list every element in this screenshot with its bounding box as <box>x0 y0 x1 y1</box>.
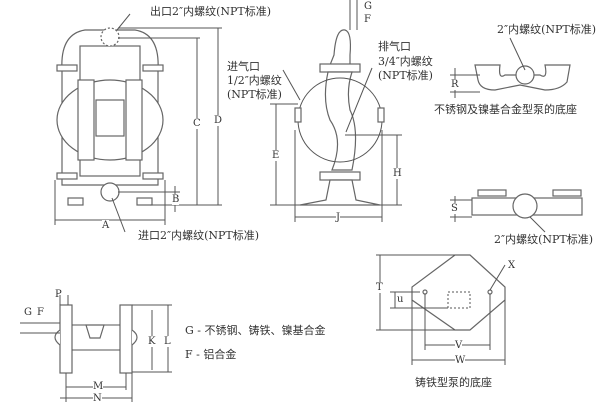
dim-h: H <box>393 168 402 179</box>
ci-base <box>376 254 506 365</box>
ss-base-port-label: 2″内螺纹(NPT标准) <box>497 23 597 36</box>
dim-v: V <box>455 340 463 351</box>
dim-g: G <box>24 307 32 318</box>
legend-g: G - 不锈钢、铸铁、镍基合金 <box>185 324 326 337</box>
top-view <box>20 295 172 402</box>
dim-p: P <box>55 289 62 300</box>
al-base-port-label: 2″内螺纹(NPT标准) <box>494 233 594 246</box>
air-inlet-label-3: (NPT标准) <box>227 88 282 101</box>
dim-s: S <box>451 203 458 214</box>
ci-base-caption: 铸铁型泵的底座 <box>415 376 492 389</box>
legend-f: F - 铝合金 <box>185 348 237 361</box>
dim-f-side: F <box>364 14 371 25</box>
dim-l: L <box>164 336 171 347</box>
dim-d: D <box>214 115 223 126</box>
dim-a: A <box>102 220 110 231</box>
dim-m: M <box>93 381 104 392</box>
outlet-label: 出口2″内螺纹(NPT标准) <box>150 5 272 18</box>
dim-w: W <box>455 355 466 366</box>
dim-c: C <box>193 118 201 129</box>
exhaust-label-2: 3/4″内螺纹 <box>378 55 433 68</box>
front-view <box>54 13 222 233</box>
dim-u: u <box>397 294 404 305</box>
exhaust-label-1: 排气口 <box>378 40 411 53</box>
ss-base <box>450 37 571 98</box>
dim-k: K <box>148 336 156 347</box>
air-inlet-label-1: 进气口 <box>227 60 260 73</box>
air-inlet-label-2: 1/2″内螺纹 <box>227 74 282 87</box>
al-base <box>450 189 583 233</box>
dim-b: B <box>172 194 180 205</box>
side-view <box>270 0 402 222</box>
inlet-label: 进口2″内螺纹(NPT标准) <box>138 229 260 242</box>
dim-f: F <box>37 307 44 318</box>
dim-r: R <box>451 79 459 90</box>
exhaust-label-3: (NPT标准) <box>378 69 433 82</box>
dim-e: E <box>272 150 280 161</box>
ss-base-caption: 不锈钢及镍基合金型泵的底座 <box>434 103 577 116</box>
dim-j: J <box>336 212 341 223</box>
dim-t: T <box>376 282 383 293</box>
dim-x: X <box>508 260 516 271</box>
dim-n: N <box>93 393 102 404</box>
dim-g-side: G <box>364 1 372 12</box>
